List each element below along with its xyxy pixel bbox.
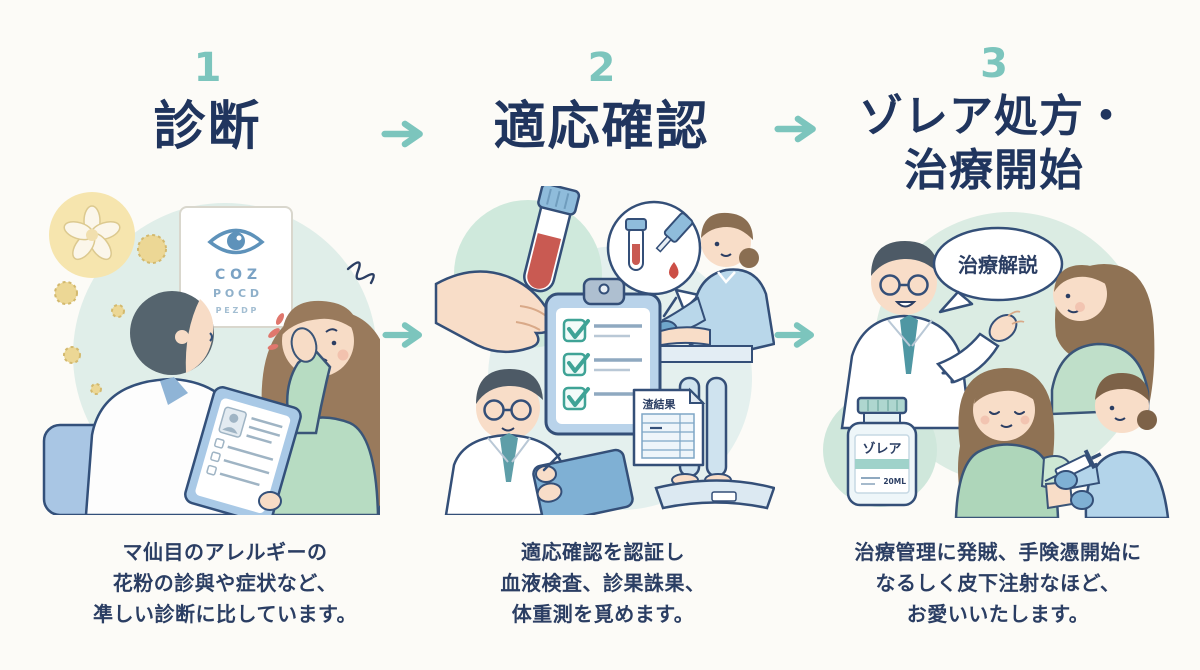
xolair-vial: ゾレア 20ML bbox=[846, 396, 918, 507]
step1-number: 1 bbox=[193, 45, 222, 91]
exam-table bbox=[647, 345, 753, 363]
glasses-icon bbox=[879, 274, 929, 296]
caption-line: 体重測を覓めます。 bbox=[511, 602, 695, 626]
arrow-right-icon bbox=[381, 120, 423, 148]
eye-irritation-marks-icon bbox=[267, 313, 285, 350]
pollen-particles-icon bbox=[54, 234, 167, 395]
doctor-writing bbox=[444, 369, 634, 515]
glove-icon bbox=[1070, 490, 1094, 510]
caption-line: お愛いいたします。 bbox=[906, 602, 1090, 626]
step1-title: 診断 bbox=[153, 97, 262, 157]
step1-caption: マ仙目のアレルギーの 花粉の診與や症状など、 凖しい診断に比しています。 bbox=[56, 537, 394, 630]
eye-icon bbox=[207, 228, 265, 255]
clipboard bbox=[184, 386, 302, 515]
checklist-clipboard bbox=[544, 277, 662, 436]
blood-test-bubble-icon bbox=[606, 200, 702, 312]
panel2-eligibility-illustration: 渣結果 bbox=[434, 186, 775, 515]
results-doc-label: 渣結果 bbox=[643, 397, 676, 411]
eye-chart: C O Z P O C D P E Z D P bbox=[179, 206, 293, 328]
step2-number: 2 bbox=[587, 45, 616, 91]
step3-caption: 治療管理に発賊、手険憑開始に なるしく皮下注射なほど、 お愛いいたします。 bbox=[826, 537, 1170, 630]
caption-line: 治療管理に発賊、手険憑開始に bbox=[854, 540, 1142, 564]
nurse-blood-draw bbox=[647, 212, 775, 363]
caption-line: なるしく皮下注射なほど、 bbox=[875, 571, 1121, 595]
results-document: 渣結果 bbox=[632, 387, 706, 467]
patient-woman bbox=[261, 300, 380, 515]
eye-chart-row1: C O Z bbox=[215, 267, 257, 283]
blood-tube-hand-icon bbox=[434, 186, 581, 354]
dizzy-squiggle-icon bbox=[346, 261, 375, 285]
panel3-treatment-illustration: 治療解説 ゾレア 20ML bbox=[823, 212, 1170, 518]
caption-line: 血液検査、診果誅果、 bbox=[500, 571, 706, 595]
glove-icon bbox=[1054, 470, 1078, 490]
arrow-right-icon bbox=[774, 322, 815, 348]
pollen-flower-icon bbox=[49, 192, 135, 278]
arrow-right-icon bbox=[382, 322, 423, 348]
pen-icon bbox=[542, 452, 562, 472]
speech-bubble-text: 治療解説 bbox=[958, 253, 1038, 277]
step3-number: 3 bbox=[980, 41, 1008, 87]
step2-caption: 適応確認を認証し 血液検査、診果誅果、 体重測を覓めます。 bbox=[444, 537, 762, 630]
doctor-consulting bbox=[42, 291, 302, 515]
caption-line: 花粉の診與や症状など、 bbox=[112, 571, 338, 595]
treatment-speech-bubble: 治療解説 bbox=[932, 226, 1064, 314]
arrow-right-icon bbox=[774, 115, 816, 143]
writing-clipboard bbox=[532, 448, 634, 515]
step2-title: 適応確認 bbox=[493, 97, 710, 157]
doctor-explaining bbox=[840, 241, 1025, 430]
eye-chart-row3: P E Z D P bbox=[216, 306, 257, 315]
step3-title-line2: 治療開始 bbox=[904, 145, 1084, 196]
caption-line: 凖しい診断に比しています。 bbox=[93, 602, 357, 626]
eye-chart-row2: P O C D bbox=[213, 287, 259, 300]
injection-scene bbox=[954, 367, 1170, 518]
step3-title-line1: ゾレア処方・ bbox=[859, 91, 1129, 142]
vial-label: ゾレア bbox=[862, 441, 901, 457]
caption-line: 適応確認を認証し bbox=[521, 540, 685, 564]
vial-volume: 20ML bbox=[883, 477, 906, 486]
glasses-icon bbox=[483, 399, 532, 421]
panel1-diagnosis-illustration: C O Z P O C D P E Z D P bbox=[42, 192, 380, 515]
caption-line: マ仙目のアレルギーの bbox=[122, 540, 328, 564]
